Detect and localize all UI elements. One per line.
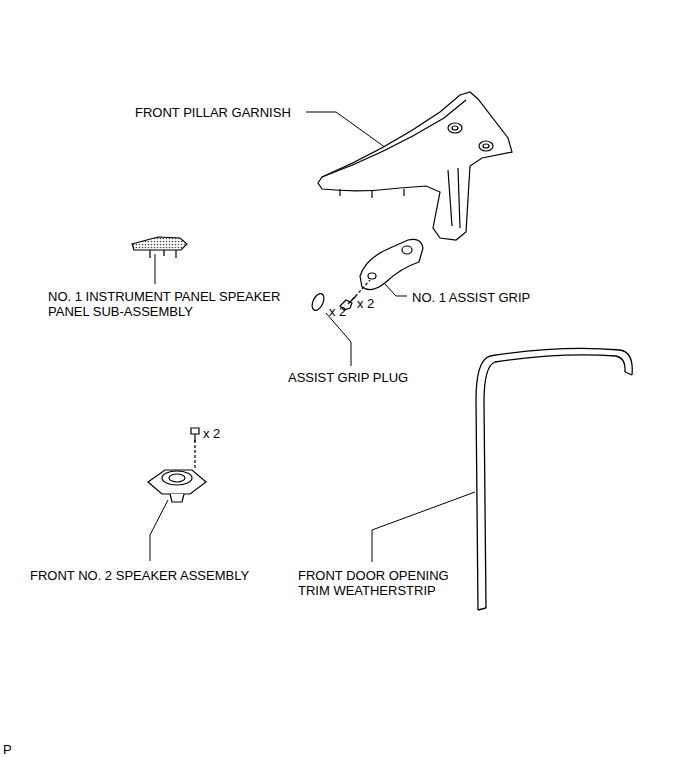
part-label: FRONT DOOR OPENING TRIM WEATHERSTRIP (298, 568, 468, 598)
part-label: FRONT PILLAR GARNISH (135, 105, 291, 120)
speaker (148, 428, 206, 502)
assist-grip (310, 239, 423, 312)
part-label: FRONT NO. 2 SPEAKER ASSEMBLY (30, 568, 249, 583)
part-label: ASSIST GRIP PLUG (288, 370, 408, 385)
quantity-label: x 2 (357, 296, 374, 311)
part-label: NO. 1 ASSIST GRIP (412, 290, 530, 305)
weatherstrip (476, 348, 632, 610)
pillar-garnish (318, 92, 512, 240)
quantity-label: x 2 (203, 426, 220, 441)
quantity-label: x 2 (329, 304, 346, 319)
page-mark: P (3, 742, 12, 757)
part-label: NO. 1 INSTRUMENT PANEL SPEAKER PANEL SUB… (48, 289, 283, 319)
speaker-panel (132, 237, 187, 258)
